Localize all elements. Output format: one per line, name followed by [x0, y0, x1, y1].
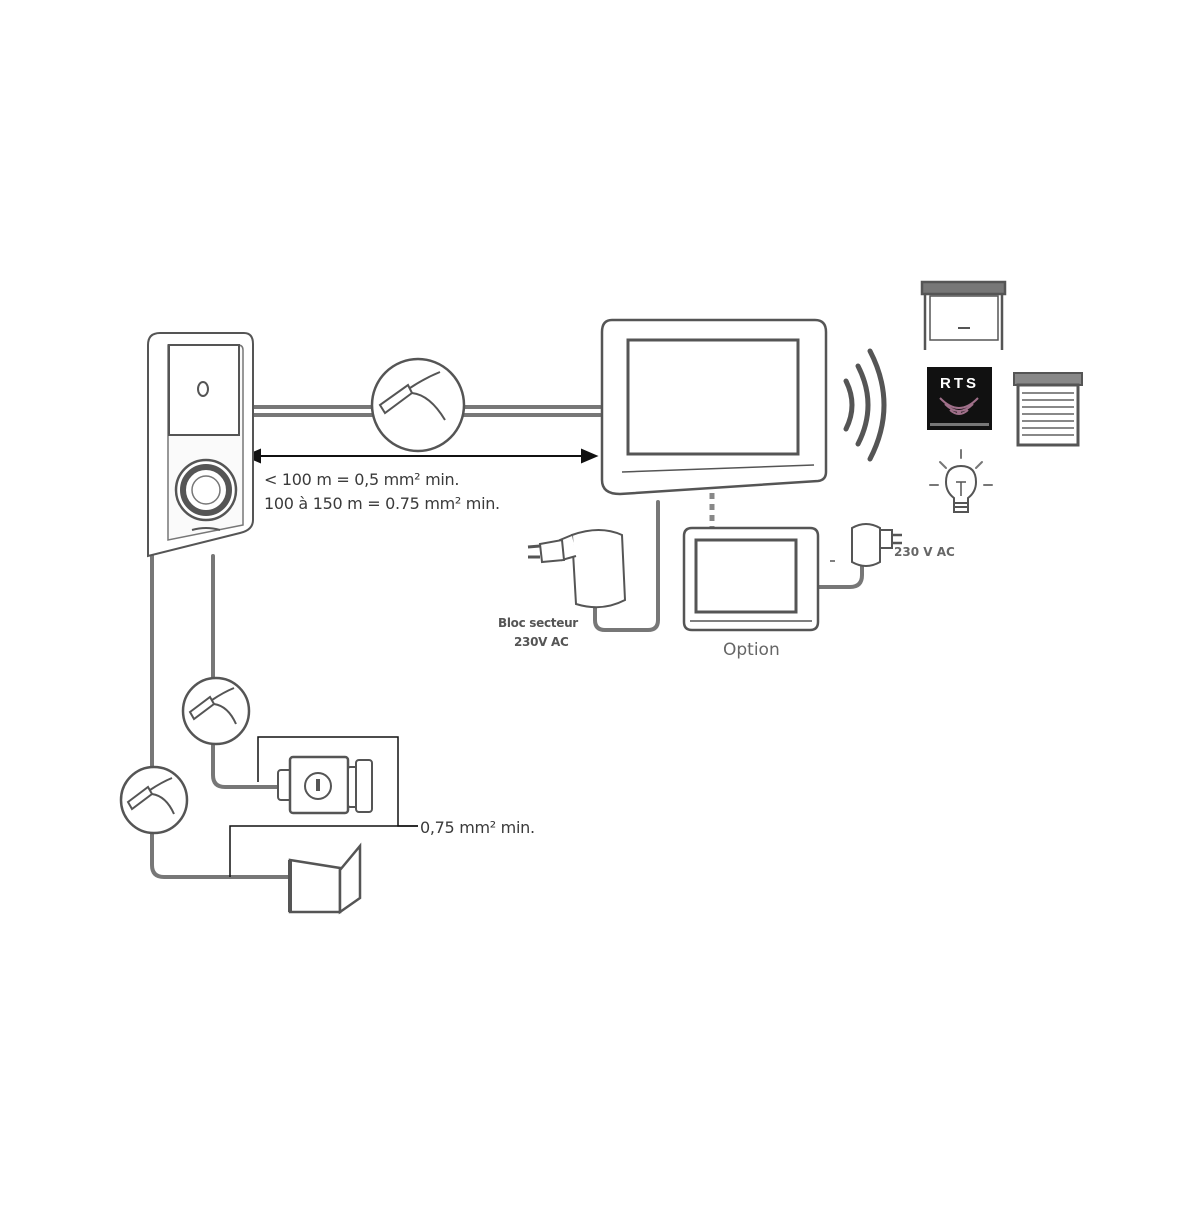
cable-option-adapter	[816, 558, 864, 589]
signal-wave-large	[867, 348, 887, 462]
option-monitor-screen	[694, 538, 798, 614]
light-bulb-icon	[929, 449, 993, 513]
cable-section-strands	[409, 371, 446, 421]
rts-tagline-bar	[930, 423, 989, 426]
signal-wave-medium	[855, 363, 871, 447]
rts-wave-3	[939, 397, 979, 409]
monitor-base-line	[621, 464, 815, 473]
cable-section-icon	[370, 357, 466, 453]
option-label: Option	[723, 640, 780, 660]
bulb-rays	[929, 449, 993, 486]
gate-motor-box	[288, 858, 342, 914]
shutter-slats	[1022, 392, 1074, 436]
adapter-plug	[538, 538, 566, 564]
power-supply-label-1: Bloc secteur	[498, 616, 578, 630]
adapter-body	[570, 529, 627, 609]
doorbell-icon	[147, 332, 254, 558]
cables	[150, 405, 864, 879]
distance-arrow-right-head	[581, 448, 599, 464]
option-adapter-plug	[879, 529, 893, 549]
gate-motor-icon	[288, 842, 362, 915]
garage-door-icon	[920, 280, 1007, 350]
cable-doorbell-gate	[150, 554, 292, 879]
cable-section-strands	[149, 777, 175, 815]
cable-length-label-2: 100 à 150 m = 0.75 mm² min.	[264, 494, 500, 513]
cable-section-circle	[181, 676, 251, 746]
lock-wire-bottom	[229, 825, 418, 877]
option-adapter-body	[851, 523, 881, 567]
bulb-ray	[939, 461, 947, 469]
roller-shutter-icon	[1013, 372, 1083, 447]
cable-section-strands	[211, 687, 237, 725]
monitor-screen	[626, 338, 800, 456]
doorbell-camera-lens	[197, 381, 209, 397]
cable-monitor-adapter	[593, 500, 660, 632]
electric-lock-icon	[277, 755, 373, 815]
garage-opening	[929, 295, 999, 341]
lock-wires	[229, 736, 418, 877]
shutter-box	[1013, 372, 1083, 386]
cable-section-icon	[181, 676, 251, 746]
cable-section-icon	[119, 765, 189, 835]
rts-logo-text: RTS	[940, 375, 979, 392]
garage-roof	[920, 280, 1007, 296]
signal-wave-small	[843, 378, 855, 432]
lock-wire-label: 0,75 mm² min.	[420, 818, 535, 837]
rts-logo-background	[927, 367, 992, 430]
cable-section-circle	[370, 357, 466, 453]
power-adapter-icon	[527, 529, 627, 609]
rts-logo: RTS	[927, 367, 992, 430]
bulb-filament	[956, 481, 966, 496]
lock-strike-plate	[355, 759, 373, 813]
indoor-monitor-icon	[600, 318, 828, 496]
adapter-pin-1	[527, 544, 541, 549]
lock-keyhole	[316, 779, 320, 791]
rts-wave-dot	[957, 410, 961, 414]
cable-section-circle	[119, 765, 189, 835]
doorbell-led	[191, 527, 221, 531]
doorbell-button-inner	[191, 475, 221, 505]
gate-motor-arm	[338, 842, 362, 915]
cable-length-label-1: < 100 m = 0,5 mm² min.	[264, 470, 460, 489]
power-adapter-icon	[851, 523, 902, 567]
option-power-label: 230 V AC	[894, 545, 955, 559]
bulb-ray	[975, 461, 983, 469]
power-supply-label-2: 230V AC	[514, 635, 569, 649]
cable-doorbell-lock	[211, 554, 290, 789]
wireless-signal-icon	[843, 348, 887, 462]
secondary-monitor-icon	[682, 526, 820, 632]
